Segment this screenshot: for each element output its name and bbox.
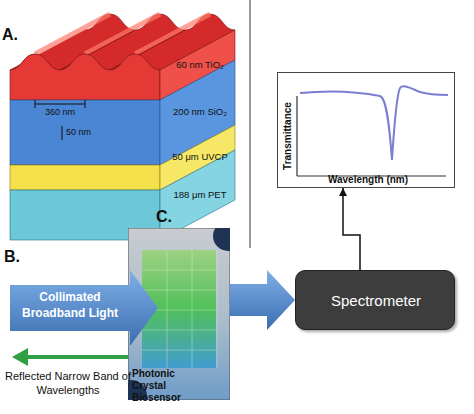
well-grid-line [142,350,216,351]
data-arrow [343,188,360,270]
layer-band: 188 μm PET [163,188,237,202]
tio2-front-face [10,54,160,100]
spectrum-chart: TransmittanceWavelength (nm) [277,72,455,188]
layer-band: 200 nm SiO₂ [163,105,237,119]
reflected-light-label: Reflected Narrow Band of Wavelengths [4,369,132,397]
well-grid-line [142,310,216,311]
well-grid-line [142,270,216,271]
panel-letter: C. [156,208,186,226]
layer-band: 60 nm TiO₂ [163,58,237,72]
frame-line [250,0,251,248]
well-grid-line [217,250,218,368]
axis-title: Wavelength (nm) [298,174,438,186]
dimension-label: 50 nm [66,127,106,137]
dimension-line [62,126,63,140]
layer-band: 50 μm UVCP [163,150,237,164]
chart-axis [296,96,297,176]
well-grid-line [142,290,216,291]
uvcp-front-face [10,165,160,190]
dimension-tick [85,100,86,108]
well-grid-line [142,330,216,331]
spectrometer-box: Spectrometer [295,270,455,330]
panel-letter: A. [2,26,32,44]
reflected-light-arrowhead [12,348,28,366]
axis-title: Transmittance [282,91,294,181]
node-text: 60 nm TiO₂ [163,58,237,72]
node-text: 188 μm PET [163,188,237,202]
input-light-arrow: Collimated Broadband Light [10,270,158,346]
node-text: Spectrometer [296,291,456,311]
dimension-label: 360 nm [38,107,82,117]
ridge-highlight [135,14,210,54]
holder-clip [213,228,230,251]
arrow-body [10,270,158,346]
node-text: Collimated Broadband Light [14,289,126,321]
sensor-panel [142,250,216,368]
node-text: 200 nm SiO₂ [163,105,237,119]
dimension-line [35,104,85,105]
node-text: 50 μm UVCP [163,150,237,164]
transmittance-curve [300,86,448,160]
panel-letter: B. [4,248,34,266]
node-text: Photonic Crystal Biosensor [132,368,207,404]
sio2-front-face [10,100,160,165]
dimension-tick [35,100,36,108]
signal-arrow [230,270,295,330]
